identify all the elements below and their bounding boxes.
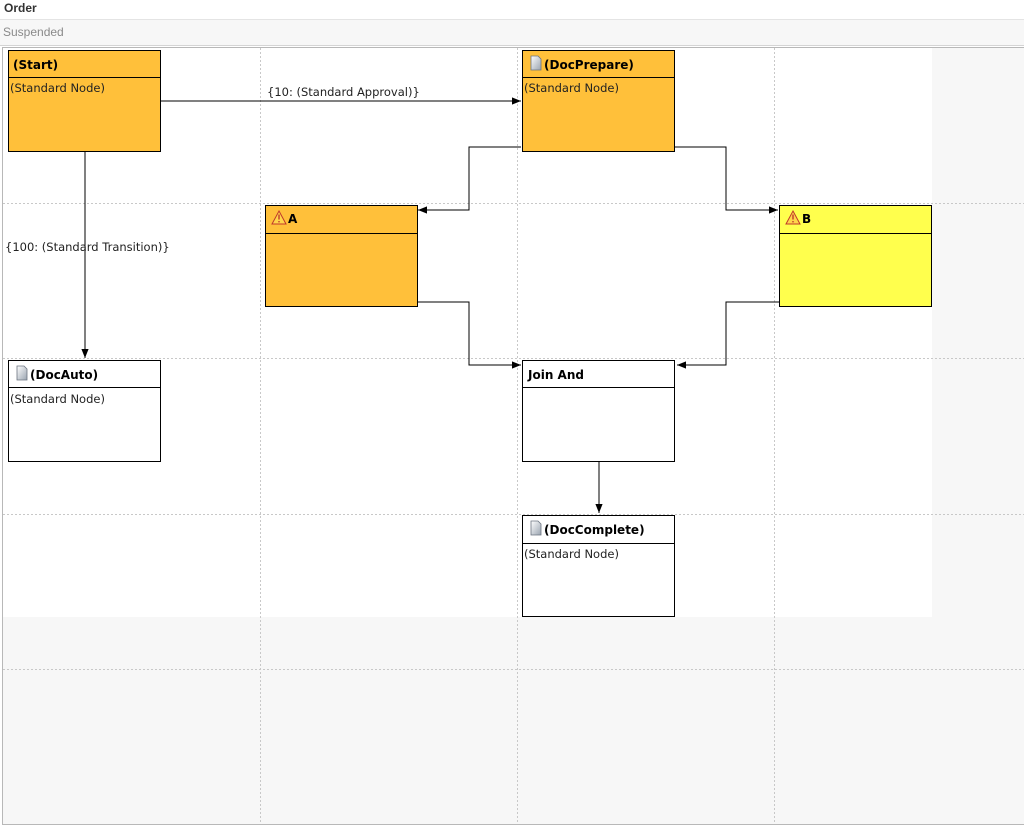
node-a[interactable]: A [265, 205, 418, 307]
grid-lines [3, 48, 1024, 824]
warning-icon [271, 209, 287, 225]
node-docprepare[interactable]: (DocPrepare) (Standard Node) [522, 50, 675, 152]
node-start-subtitle: (Standard Node) [10, 81, 105, 95]
window-header: Order [0, 0, 1024, 20]
document-icon [16, 365, 28, 381]
node-joinand-title: Join And [527, 368, 584, 382]
workflow-canvas[interactable]: {10: (Standard Approval)} {100: (Standar… [2, 47, 1024, 825]
node-start[interactable]: (Start) (Standard Node) [8, 50, 161, 152]
node-a-title: A [288, 212, 298, 226]
document-icon [530, 520, 542, 536]
node-docauto-subtitle: (Standard Node) [10, 392, 105, 406]
node-docprepare-title: (DocPrepare) [544, 58, 634, 72]
edge-a-joinand [417, 301, 521, 369]
transitions [81, 97, 779, 513]
workflow-status: Suspended [3, 25, 64, 39]
node-b-title: B [802, 212, 811, 226]
workflow-title: Order [4, 1, 37, 15]
status-bar: Suspended [0, 20, 1024, 46]
node-start-title: (Start) [13, 58, 58, 72]
node-docprepare-subtitle: (Standard Node) [524, 81, 619, 95]
transition-label-start-docauto: {100: (Standard Transition)} [5, 240, 170, 254]
edge-docprepare-b [675, 146, 778, 214]
node-b[interactable]: B [779, 205, 932, 307]
edge-docprepare-a [418, 146, 521, 214]
node-doccomplete-title: (DocComplete) [544, 523, 645, 537]
edge-b-joinand [677, 301, 779, 369]
node-docauto-title: (DocAuto) [30, 368, 98, 382]
node-joinand[interactable]: Join And [522, 360, 675, 462]
transition-label-start-docprepare: {10: (Standard Approval)} [267, 85, 420, 99]
node-doccomplete-subtitle: (Standard Node) [524, 547, 619, 561]
warning-icon [785, 209, 801, 225]
document-icon [530, 55, 542, 71]
workflow-diagram: {10: (Standard Approval)} {100: (Standar… [3, 48, 1024, 824]
node-doccomplete[interactable]: (DocComplete) (Standard Node) [522, 515, 675, 617]
node-docauto[interactable]: (DocAuto) (Standard Node) [8, 360, 161, 462]
